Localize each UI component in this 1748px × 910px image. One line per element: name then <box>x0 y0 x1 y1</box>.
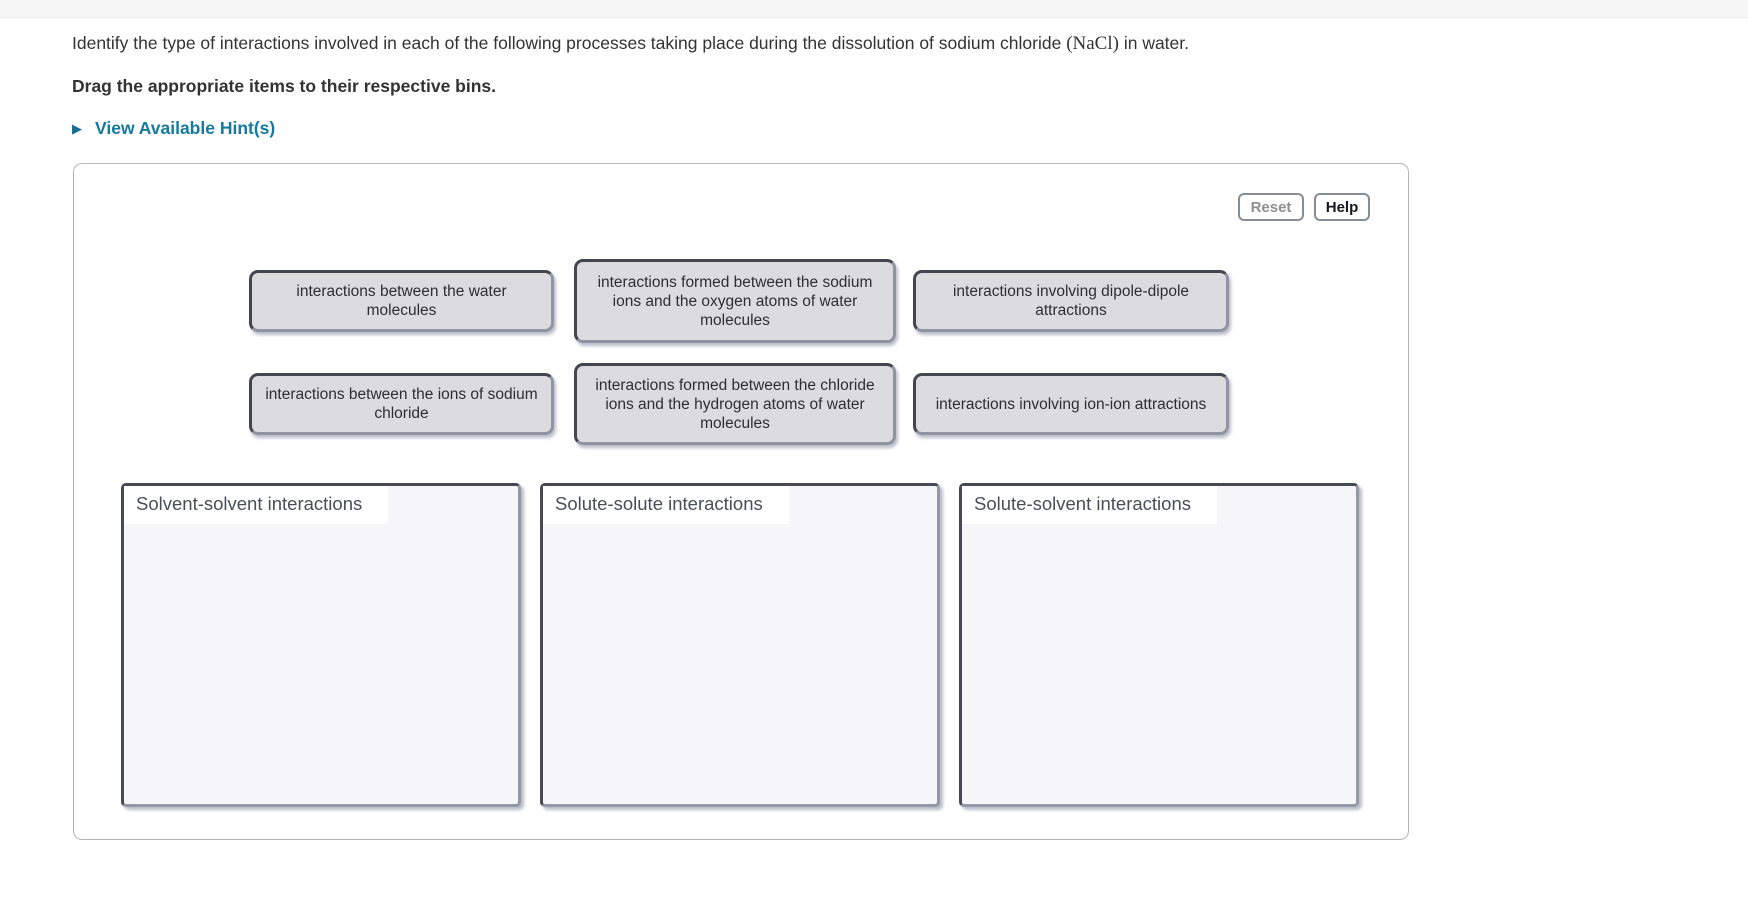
expand-triangle-icon: ▶ <box>72 121 82 136</box>
drag-item-nacl-ions[interactable]: interactions between the ions of sodium … <box>249 373 554 435</box>
drag-instruction: Drag the appropriate items to their resp… <box>72 76 496 96</box>
top-bar <box>0 0 1748 18</box>
reset-button[interactable]: Reset <box>1238 193 1304 221</box>
drag-item-water-water[interactable]: interactions between the water molecules <box>249 270 554 332</box>
bin-label: Solute-solute interactions <box>543 486 789 524</box>
bin-solvent-solvent[interactable]: Solvent-solvent interactions <box>121 483 521 807</box>
drag-item-label: interactions involving ion-ion attractio… <box>935 395 1207 413</box>
question-instruction: Identify the type of interactions involv… <box>72 33 1189 55</box>
help-button[interactable]: Help <box>1314 193 1370 221</box>
drag-item-chloride-hydrogen[interactable]: interactions formed between the chloride… <box>574 363 896 445</box>
activity-panel: Reset Help interactions between the wate… <box>73 163 1409 840</box>
drag-item-label: interactions between the water molecules <box>296 283 507 319</box>
view-hints-link[interactable]: ▶ View Available Hint(s) <box>72 118 275 139</box>
drag-item-label: interactions between the ions of sodium … <box>265 386 538 422</box>
bin-label: Solute-solvent interactions <box>962 486 1217 524</box>
drag-item-label: interactions formed between the chloride… <box>595 376 875 432</box>
bin-solute-solute[interactable]: Solute-solute interactions <box>540 483 940 807</box>
drag-item-ion-ion[interactable]: interactions involving ion-ion attractio… <box>913 373 1229 435</box>
drag-item-dipole-dipole[interactable]: interactions involving dipole-dipole att… <box>913 270 1229 332</box>
chemical-formula: (NaCl) <box>1066 33 1119 54</box>
instruction-text-suffix: in water. <box>1118 33 1190 53</box>
bin-label: Solvent-solvent interactions <box>124 486 389 524</box>
bin-solute-solvent[interactable]: Solute-solvent interactions <box>959 483 1359 807</box>
drag-item-label: interactions involving dipole-dipole att… <box>952 283 1190 319</box>
drag-item-sodium-oxygen[interactable]: interactions formed between the sodium i… <box>574 259 896 343</box>
view-hints-label: View Available Hint(s) <box>95 118 276 138</box>
drag-item-label: interactions formed between the sodium i… <box>597 273 873 329</box>
instruction-text-prefix: Identify the type of interactions involv… <box>72 33 1067 53</box>
